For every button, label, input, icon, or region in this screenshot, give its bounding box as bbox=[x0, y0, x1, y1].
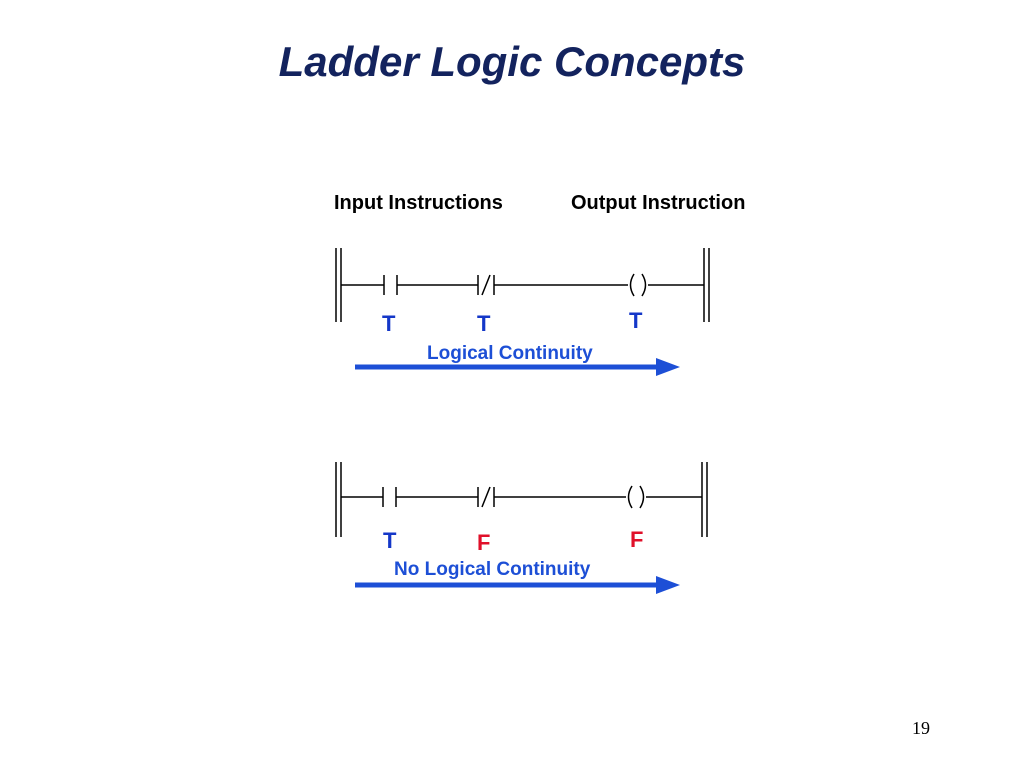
contact2-state: F bbox=[477, 530, 491, 555]
continuity-label: Logical Continuity bbox=[427, 343, 593, 364]
ladder-rung-1-diagram bbox=[335, 248, 710, 376]
continuity-arrow bbox=[355, 576, 680, 594]
page-number: 19 bbox=[912, 718, 930, 738]
coil-state: F bbox=[630, 527, 644, 552]
input-instructions-header: Input Instructions bbox=[334, 192, 503, 214]
contact1-state: T bbox=[383, 528, 397, 553]
continuity-arrow bbox=[355, 358, 680, 376]
continuity-arrow-head bbox=[656, 358, 680, 376]
output-instruction-header: Output Instruction bbox=[571, 192, 746, 214]
contact1-state: T bbox=[382, 311, 396, 336]
nc-contact-slash bbox=[481, 274, 491, 296]
ladder-rung-2-diagram bbox=[335, 462, 708, 594]
nc-contact-slash bbox=[481, 486, 491, 508]
coil-state: T bbox=[629, 308, 643, 333]
ladder-rung-1: T T T Logical Continuity bbox=[0, 240, 1024, 380]
coil-right-paren bbox=[639, 485, 645, 509]
coil-left-paren bbox=[627, 485, 633, 509]
ladder-rung-2: T F F No Logical Continuity bbox=[0, 455, 1024, 600]
coil-right-paren bbox=[641, 273, 647, 297]
contact2-state: T bbox=[477, 311, 491, 336]
continuity-arrow-head bbox=[656, 576, 680, 594]
continuity-label: No Logical Continuity bbox=[394, 559, 591, 580]
slide-title: Ladder Logic Concepts bbox=[278, 38, 746, 85]
coil-left-paren bbox=[629, 273, 635, 297]
